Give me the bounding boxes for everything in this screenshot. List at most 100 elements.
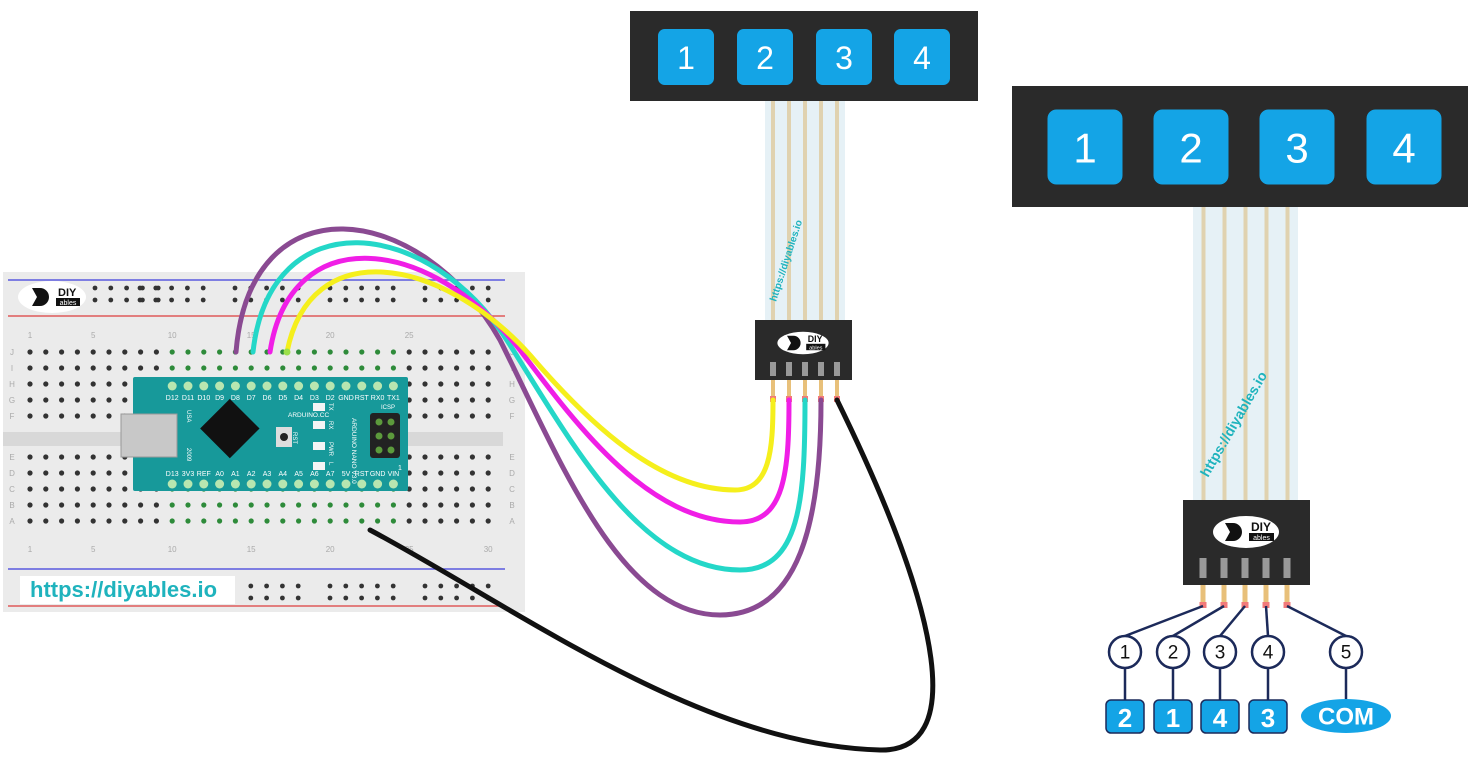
arduino-pin-label: D7 — [247, 395, 256, 402]
wire-magenta — [267, 255, 792, 525]
row-letter: F — [510, 412, 515, 421]
svg-text:4: 4 — [1392, 125, 1415, 172]
breadboard-hole — [90, 486, 96, 492]
breadboard-hole — [122, 397, 128, 403]
breadboard-hole — [469, 349, 475, 355]
small-key-2[interactable]: 2 — [737, 29, 793, 85]
breadboard-hole — [327, 365, 333, 371]
connector-pin — [771, 380, 775, 400]
rst-label: RST — [291, 432, 297, 444]
breadboard-hole — [106, 349, 112, 355]
small-key-1[interactable]: 1 — [658, 29, 714, 85]
breadboard-hole — [406, 365, 412, 371]
breadboard-hole — [59, 518, 65, 524]
arduino-pin-label: D12 — [166, 395, 179, 402]
breadboard-hole — [264, 518, 270, 524]
arduino-pin — [373, 479, 383, 489]
breadboard-hole — [469, 454, 475, 460]
connector-pin — [1284, 585, 1290, 606]
led — [313, 403, 325, 411]
svg-text:COM: COM — [1318, 704, 1374, 731]
breadboard-hole — [390, 502, 396, 508]
icsp-header — [370, 413, 400, 458]
rail-hole — [422, 595, 428, 601]
svg-text:3: 3 — [1215, 643, 1226, 664]
connector-slot — [834, 362, 840, 376]
connector-pin — [835, 380, 839, 400]
rail-hole — [390, 595, 396, 601]
rail-hole — [485, 285, 491, 291]
icsp-pin — [387, 446, 395, 454]
rail-hole — [200, 285, 206, 291]
breadboard-hole — [74, 486, 80, 492]
breadboard-hole — [122, 518, 128, 524]
breadboard-hole — [469, 397, 475, 403]
large-key-4[interactable]: 4 — [1366, 109, 1442, 185]
breadboard-hole — [438, 381, 444, 387]
rail-hole — [343, 583, 349, 589]
breadboard-hole — [343, 365, 349, 371]
breadboard-hole — [217, 365, 223, 371]
column-number: 20 — [326, 545, 335, 554]
connector-pin — [787, 380, 791, 400]
ribbon-trace — [787, 101, 791, 320]
breadboard-hole — [90, 397, 96, 403]
breadboard-hole — [422, 454, 428, 460]
row-letter: E — [509, 453, 514, 462]
rail-hole — [108, 297, 114, 303]
rail-hole — [390, 297, 396, 303]
breadboard-hole — [485, 486, 491, 492]
connector-pin — [1242, 585, 1248, 606]
breadboard-hole — [27, 349, 33, 355]
led-label: L — [327, 462, 333, 466]
breadboard-hole — [122, 502, 128, 508]
arduino-pin — [309, 479, 319, 489]
rail-hole — [438, 297, 444, 303]
column-number: 10 — [168, 331, 177, 340]
row-letter: E — [9, 453, 14, 462]
arduino-pin-label: A5 — [294, 471, 303, 478]
large-key-3[interactable]: 3 — [1259, 109, 1335, 185]
breadboard-hole — [43, 365, 49, 371]
logo-text-ables: ables — [1253, 535, 1270, 542]
ribbon-trace — [771, 101, 775, 320]
small-key-4[interactable]: 4 — [894, 29, 950, 85]
logo-text-diy: DIY — [808, 334, 823, 344]
rail-hole — [485, 583, 491, 589]
column-number: 30 — [484, 545, 493, 554]
breadboard-hole — [469, 365, 475, 371]
column-number: 10 — [168, 545, 177, 554]
breadboard-hole — [422, 365, 428, 371]
rail-hole — [248, 583, 254, 589]
rail-hole — [343, 297, 349, 303]
arduino-pin — [357, 479, 367, 489]
large-key-2[interactable]: 2 — [1153, 109, 1229, 185]
breadboard-hole — [106, 397, 112, 403]
arduino-pin-label: A0 — [215, 471, 224, 478]
small-key-3[interactable]: 3 — [816, 29, 872, 85]
large-key-1[interactable]: 1 — [1047, 109, 1123, 185]
rail-hole — [375, 595, 380, 601]
rail-hole — [375, 285, 380, 291]
breadboard-hole — [138, 502, 144, 508]
breadboard-hole — [201, 502, 207, 508]
breadboard-hole — [296, 502, 302, 508]
column-number: 20 — [326, 331, 335, 340]
arduino-pin — [246, 479, 256, 489]
breadboard-hole — [43, 470, 49, 476]
breadboard-hole — [90, 349, 96, 355]
connector-logo: DIY ables — [777, 331, 829, 355]
connector-pin — [803, 380, 807, 400]
breadboard-hole — [27, 518, 33, 524]
rail-hole — [153, 285, 159, 291]
rail-hole — [390, 285, 396, 291]
arduino-pin — [215, 479, 225, 489]
breadboard-hole — [27, 454, 33, 460]
breadboard-hole — [90, 381, 96, 387]
arduino-pin — [199, 479, 209, 489]
arduino-pin — [183, 381, 193, 391]
breadboard-hole — [296, 349, 302, 355]
